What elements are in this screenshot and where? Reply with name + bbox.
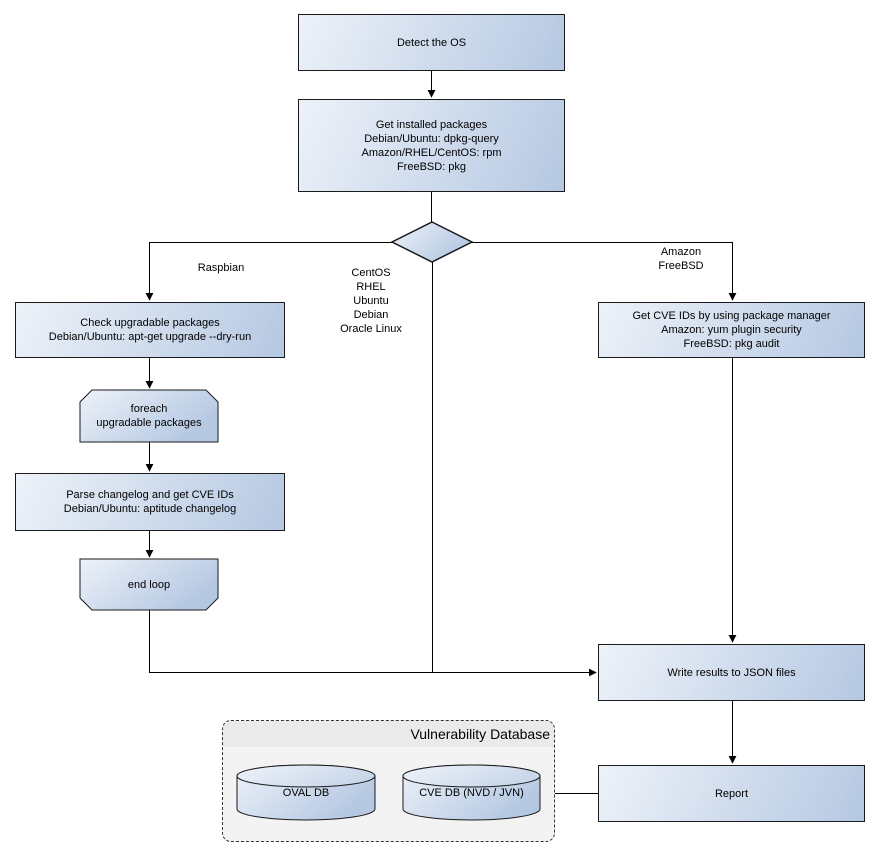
edge-label-raspbian: Raspbian	[197, 262, 245, 274]
vulnerability-database-title: Vulnerability Database	[223, 721, 554, 747]
node-write-results: Write results to JSON files	[598, 644, 865, 701]
node-get-cve-ids: Get CVE IDs by using package manager Ama…	[598, 302, 865, 358]
node-report: Report	[598, 765, 865, 822]
end-loop-shape	[79, 558, 219, 611]
oval-db-cylinder-top	[236, 764, 376, 788]
node-detect-os: Detect the OS	[298, 14, 565, 71]
node-parse-changelog: Parse changelog and get CVE IDs Debian/U…	[15, 473, 285, 531]
edge-label-os-list: CentOS RHEL Ubuntu Debian Oracle Linux	[340, 267, 402, 335]
os-decision-diamond	[390, 221, 474, 263]
cve-db-cylinder-top	[402, 764, 541, 788]
edge-label-amazon-freebsd: Amazon FreeBSD	[658, 246, 704, 272]
node-check-upgradable-packages: Check upgradable packages Debian/Ubuntu:…	[15, 302, 285, 358]
foreach-loop-shape	[79, 389, 219, 443]
node-get-installed-packages: Get installed packages Debian/Ubuntu: dp…	[298, 99, 565, 192]
edge-decision-to-get-cve	[472, 242, 737, 301]
edge-decision-to-check-upgradable	[145, 242, 392, 301]
edge-endloop-to-write-results	[149, 610, 597, 677]
